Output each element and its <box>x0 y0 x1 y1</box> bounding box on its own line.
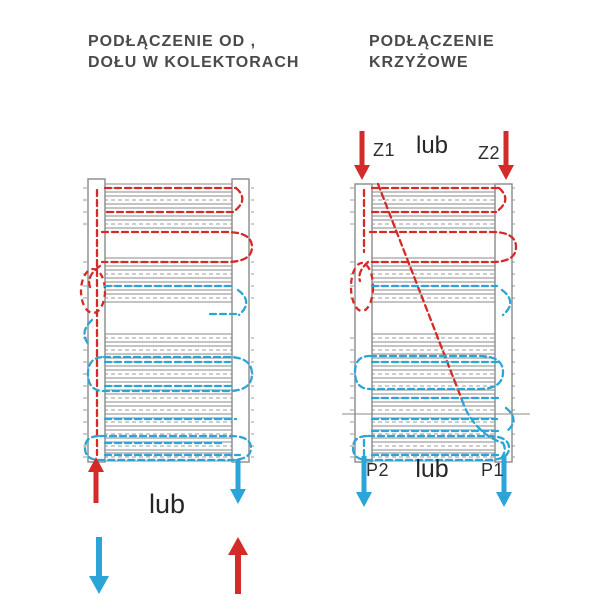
right-scheme-title-line2: KRZYŻOWE <box>369 54 469 71</box>
left-supply-flow <box>87 186 254 457</box>
z2-supply-arrow-down <box>498 131 514 180</box>
left-supply-arrow-up <box>88 457 104 503</box>
right-radiator <box>342 182 530 463</box>
or-label-left: lub <box>148 489 186 519</box>
alt-return-arrow-down <box>89 537 109 594</box>
left-scheme-title-line2: DOŁU W KOLEKTORACH <box>88 54 300 71</box>
right-scheme-title: PODŁĄCZENIE KRZYŻOWE <box>369 31 495 73</box>
right-supply-flow <box>358 182 518 402</box>
port-label-z2: Z2 <box>478 143 501 163</box>
right-return-flow <box>351 284 515 462</box>
or-label-bottom: lub <box>415 455 449 483</box>
right-scheme-title-line1: PODŁĄCZENIE <box>369 33 495 50</box>
port-label-p1: P1 <box>481 460 505 480</box>
z1-supply-arrow-down <box>354 131 370 180</box>
left-return-flow <box>83 284 254 462</box>
port-label-z1: Z1 <box>373 140 396 160</box>
left-radiator <box>79 178 254 463</box>
or-label-top: lub <box>415 132 449 159</box>
alt-supply-arrow-up <box>228 537 248 594</box>
p2-return-arrow-down <box>356 456 372 507</box>
left-scheme-title: PODŁĄCZENIE OD , DOŁU W KOLEKTORACH <box>88 31 299 73</box>
left-scheme-title-line1: PODŁĄCZENIE OD , <box>88 33 257 50</box>
left-return-arrow-down <box>230 459 246 504</box>
right-radiator-collector-right <box>494 183 513 463</box>
port-label-p2: P2 <box>366 460 390 480</box>
p1-return-arrow-down <box>496 456 512 507</box>
